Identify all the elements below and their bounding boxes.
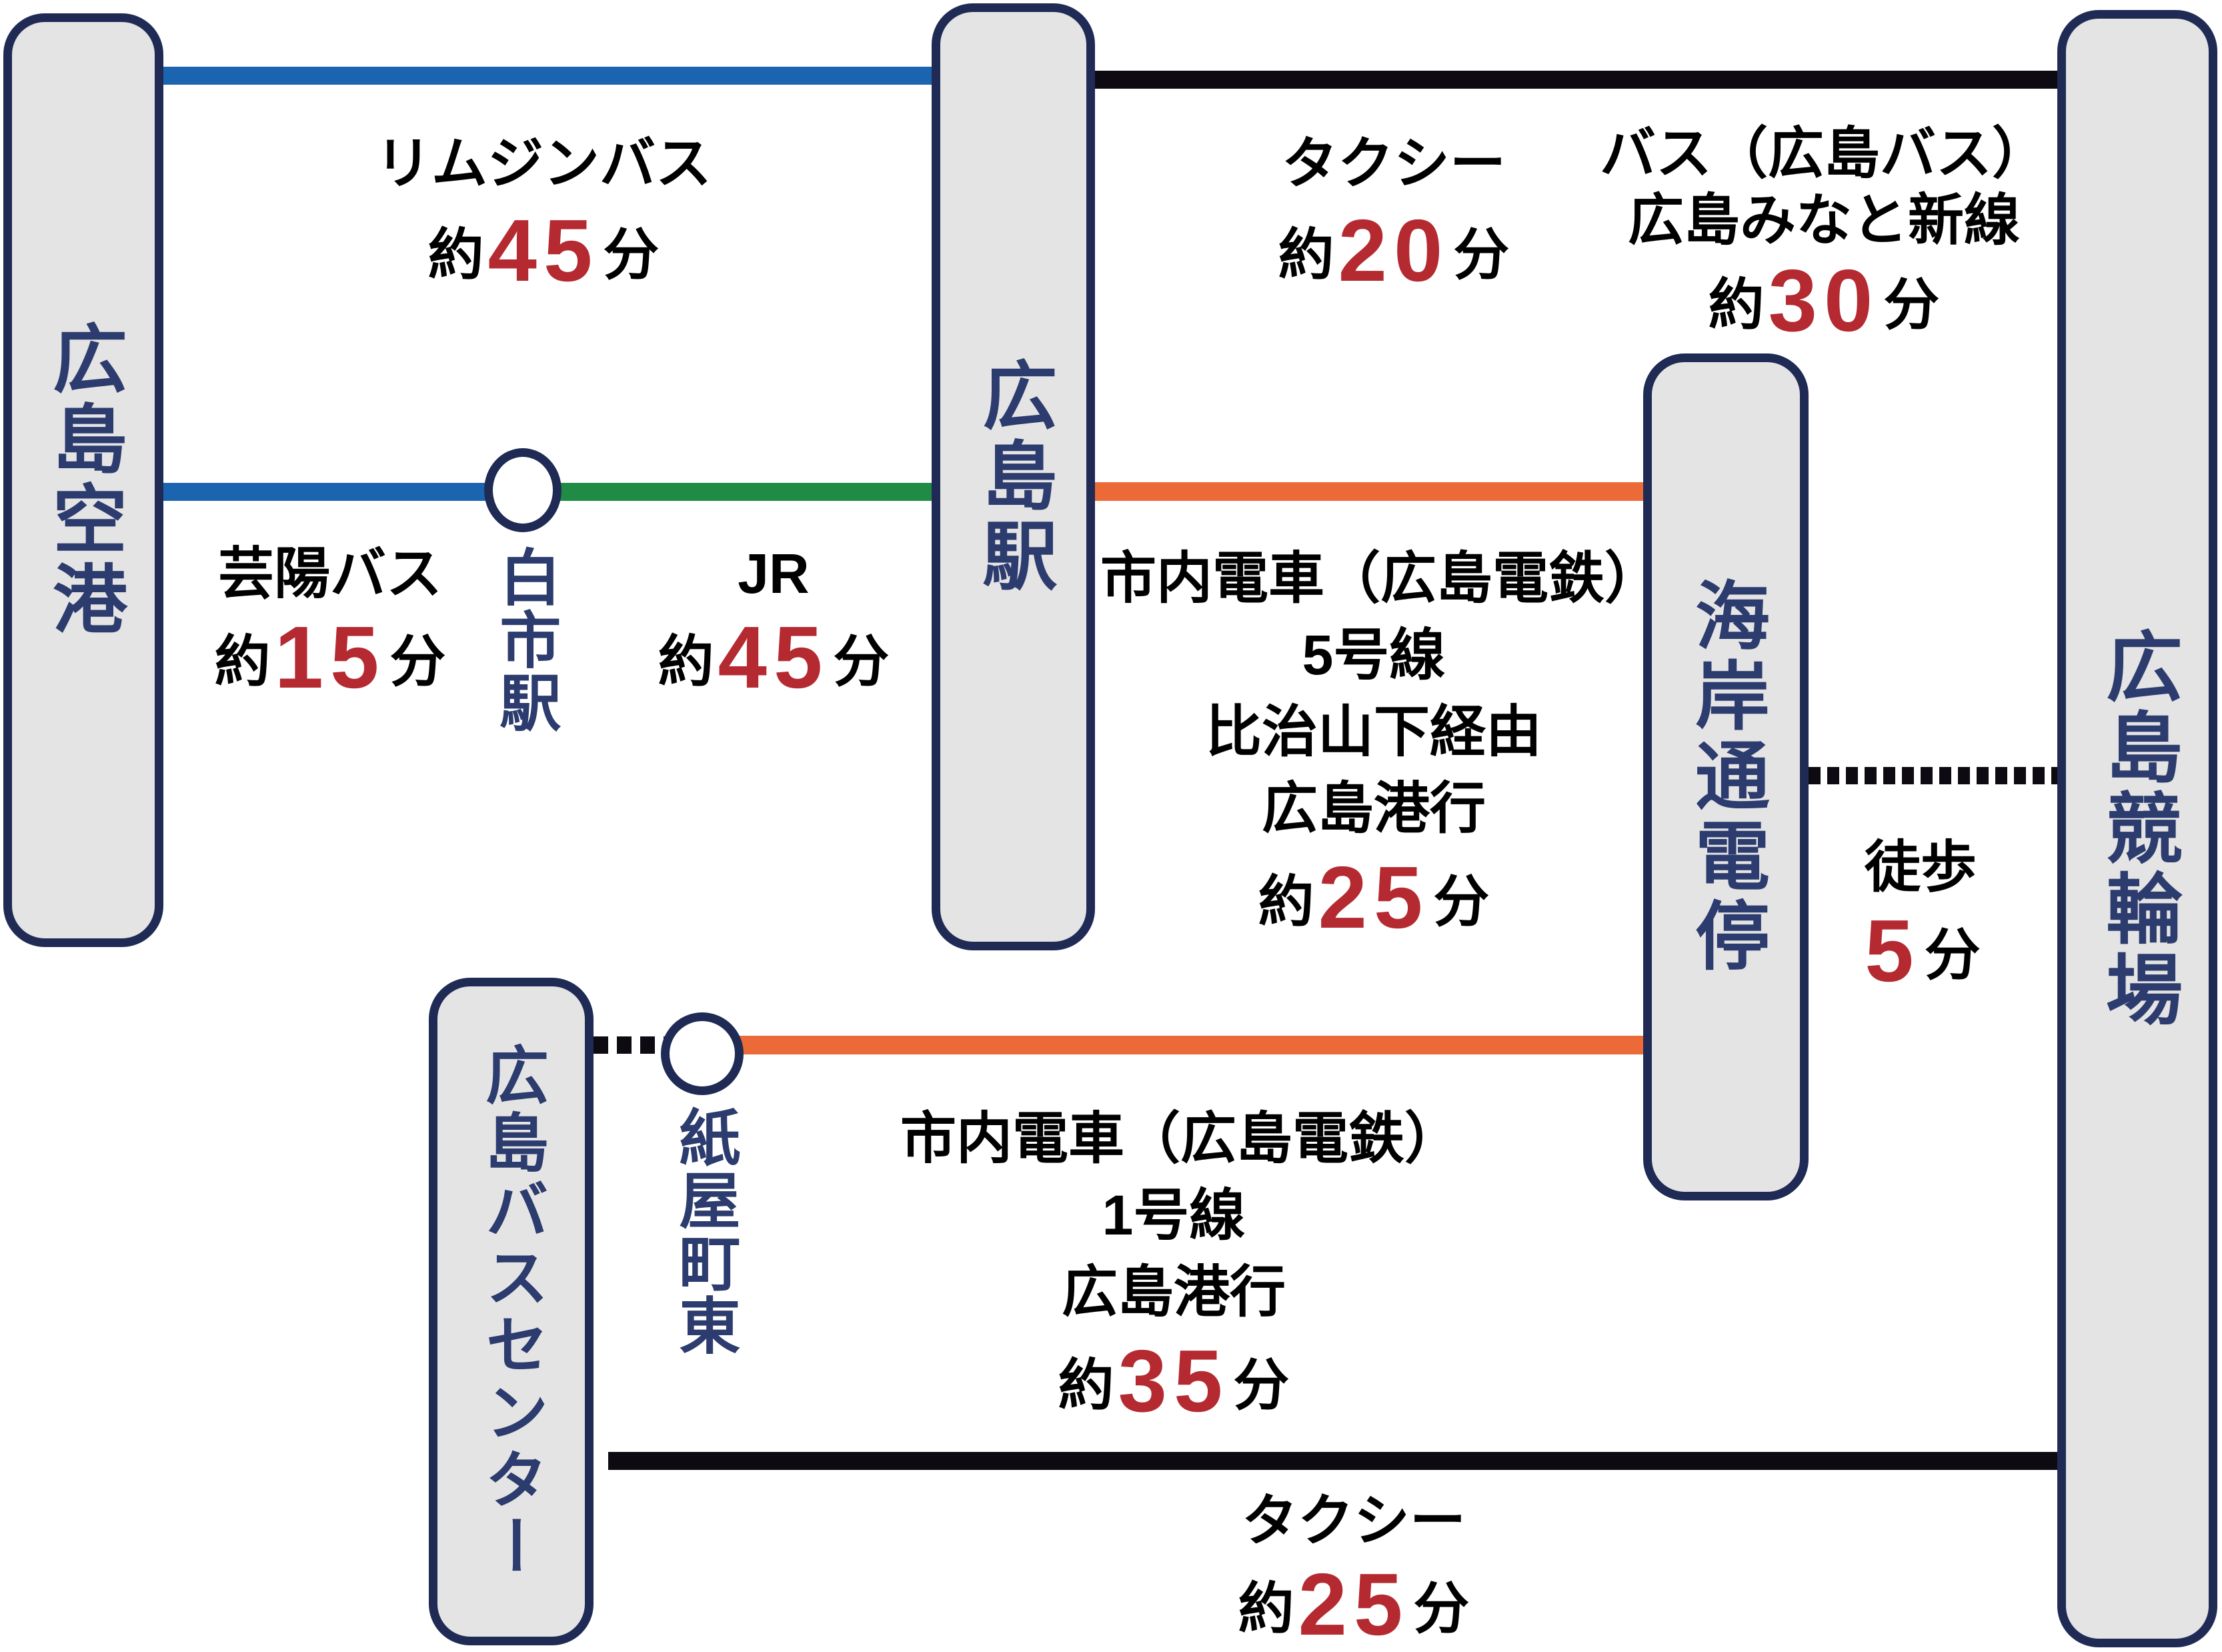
duration-approx: 約 [658, 630, 714, 693]
route-via: 比治山下経由 [1205, 700, 1542, 763]
route-name: 市内電車（広島電鉄） [1100, 547, 1661, 610]
station-box-keirin: 広島競輪場 [2057, 10, 2217, 1647]
route-line: 1号線 [1102, 1184, 1246, 1247]
duration-unit: 分 [389, 630, 446, 693]
duration-unit: 分 [1413, 1577, 1470, 1640]
duration-minutes: 20 [1338, 201, 1450, 299]
duration-approx: 約 [1258, 870, 1314, 933]
station-label-kaigandori: 海岸通電停 [1685, 577, 1768, 977]
station-box-hiroshima-station: 広島駅 [932, 3, 1095, 950]
line-taxi-station [1095, 71, 2057, 89]
route-name: リムジンバス [375, 132, 712, 195]
duration-approx: 約 [214, 630, 271, 693]
route-name: タクシー [1241, 1489, 1466, 1552]
route-destination: 広島港行 [1261, 777, 1486, 840]
station-label-bus-center: 広島バスセンター [476, 1042, 547, 1581]
route-name: 市内電車（広島電鉄） [900, 1107, 1461, 1170]
line-taxi-buscenter [608, 1452, 2057, 1470]
line-geiyo-bus [163, 483, 523, 501]
station-label-airport: 広島空港 [42, 320, 125, 640]
duration-approx: 約 [427, 223, 484, 286]
duration-unit: 分 [833, 630, 890, 693]
duration-minutes: 45 [718, 608, 830, 706]
station-box-bus-center: 広島バスセンター [429, 978, 594, 1645]
line-walk-dotted [1809, 767, 2057, 784]
duration-minutes: 45 [487, 201, 600, 299]
station-label-keirin: 広島競輪場 [2095, 627, 2181, 1030]
stop-circle-shiraichi [484, 448, 562, 532]
route-destination: 広島港行 [1061, 1261, 1286, 1323]
duration-minutes: 25 [1318, 848, 1430, 946]
duration-approx: 約 [1238, 1577, 1294, 1640]
line-tram1 [700, 1036, 1643, 1054]
route-name: 徒歩 [1864, 836, 1977, 898]
duration-unit: 分 [1233, 1353, 1290, 1417]
duration-unit: 分 [1924, 923, 1981, 986]
station-box-kaigandori: 海岸通電停 [1643, 353, 1809, 1200]
duration-unit: 分 [1433, 870, 1490, 933]
duration-unit: 分 [1883, 273, 1940, 336]
duration-approx: 約 [1708, 273, 1765, 336]
route-line: 広島みなと新線 [1627, 189, 2020, 251]
station-label-shiraichi: 白市駅 [490, 546, 559, 734]
route-line: 5号線 [1302, 624, 1446, 686]
duration-minutes: 35 [1118, 1331, 1230, 1430]
duration-minutes: 15 [274, 608, 386, 706]
station-box-airport: 広島空港 [3, 13, 163, 947]
duration-minutes: 25 [1298, 1555, 1410, 1652]
station-label-hiroshima-station: 広島駅 [972, 357, 1056, 597]
route-name: バス（広島バス） [1599, 122, 2048, 185]
route-name: 芸陽バス [217, 542, 442, 605]
line-buscenter-dotted [594, 1036, 672, 1054]
line-limousine-bus [163, 67, 932, 85]
duration-minutes: 30 [1768, 251, 1880, 349]
duration-minutes: 5 [1865, 901, 1921, 1000]
route-name: JR [738, 542, 810, 605]
duration-approx: 約 [1058, 1353, 1114, 1417]
stop-circle-kamiyacho [661, 1012, 744, 1095]
station-label-kamiyacho-higashi: 紙屋町東 [670, 1106, 738, 1357]
line-jr [523, 483, 932, 501]
duration-approx: 約 [1278, 223, 1334, 286]
duration-unit: 分 [1453, 223, 1510, 286]
duration-unit: 分 [603, 223, 660, 286]
line-tram5 [1095, 482, 1643, 501]
route-name: タクシー [1281, 132, 1506, 195]
